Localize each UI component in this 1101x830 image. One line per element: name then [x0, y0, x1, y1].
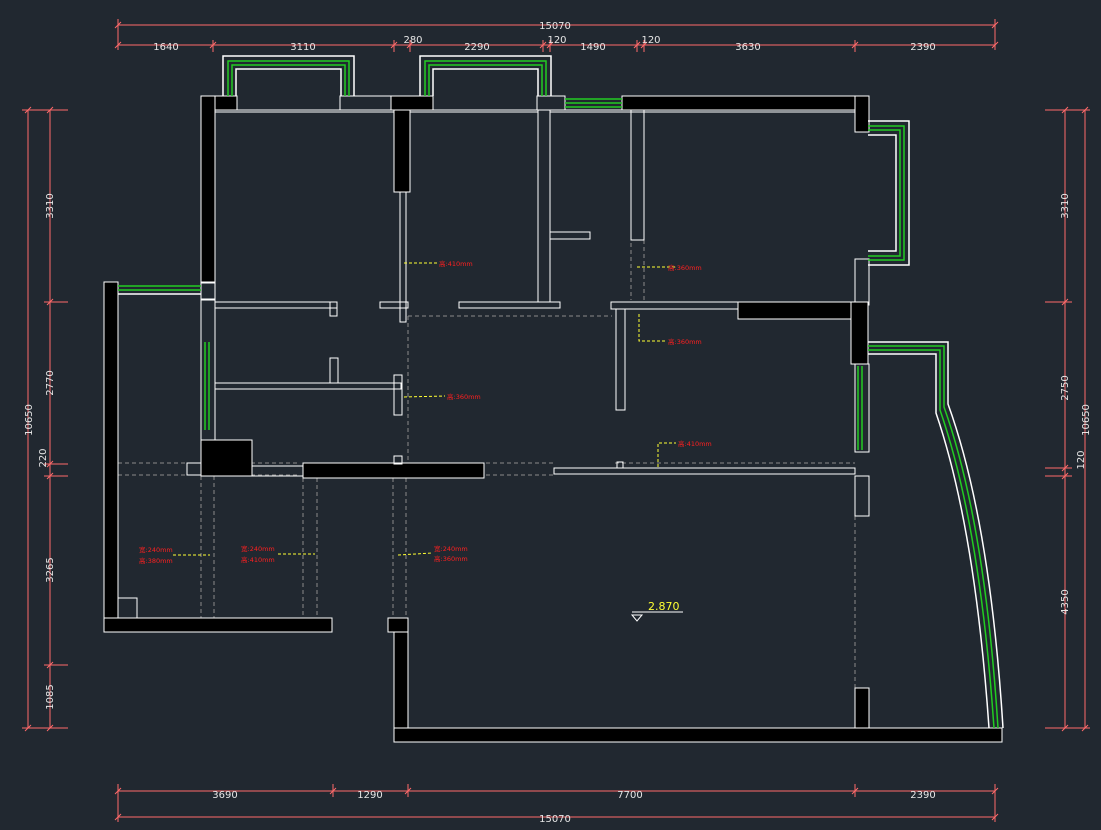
wall: [850, 301, 869, 365]
beam-height-note: 高:410mm: [678, 439, 712, 448]
wall: [103, 281, 119, 633]
dim-left-seg: 3265: [45, 557, 56, 582]
walls: [103, 95, 1003, 743]
elevation-value: 2.870: [648, 600, 680, 613]
dim-right-seg: 4350: [1060, 589, 1071, 614]
beam-height-note: 高:360mm: [668, 263, 702, 272]
beam-height-note: 高:410mm: [439, 259, 473, 268]
wall: [200, 95, 216, 283]
leader-lines: [173, 262, 676, 556]
dim-bottom-seg: 2390: [910, 790, 935, 801]
wall: [854, 95, 870, 133]
dim-left-seg: 1085: [45, 684, 56, 709]
wall: [103, 617, 333, 633]
beam-lines: [118, 110, 856, 688]
beam-height-note: 高:360mm: [434, 554, 468, 563]
wall: [621, 95, 869, 111]
partitions: [117, 109, 870, 619]
dim-top-seg: 3110: [290, 42, 315, 53]
wall: [393, 727, 1003, 743]
beam-width-note: 宽:240mm: [241, 544, 275, 553]
dim-bottom-total: 15070: [539, 814, 571, 825]
wall: [390, 95, 434, 111]
dim-bottom-seg: 1290: [357, 790, 382, 801]
wall: [393, 109, 411, 193]
dim-left-total: 10650: [24, 404, 35, 436]
elevation-marker: 2.870: [630, 600, 683, 622]
wall: [536, 95, 566, 111]
dim-top-seg: 280: [403, 35, 422, 46]
dim-right-seg: 3310: [1060, 193, 1071, 218]
dim-left-seg: 2770: [45, 370, 56, 395]
beam-height-note: 高:360mm: [447, 392, 481, 401]
dim-right-total: 10650: [1081, 404, 1092, 436]
wall: [737, 301, 869, 320]
wall: [387, 617, 409, 633]
dim-bottom-seg: 3690: [212, 790, 237, 801]
beam-height-note: 高:380mm: [139, 556, 173, 565]
wall: [393, 617, 409, 743]
beam-height-note: 高:410mm: [241, 555, 275, 564]
wall: [302, 462, 485, 479]
dimension-ticks: [24, 21, 1089, 821]
wall: [854, 363, 870, 453]
beam-width-note: 宽:240mm: [139, 545, 173, 554]
dimension-lines: [22, 19, 1090, 822]
dim-top-seg: 1640: [153, 42, 178, 53]
beam-height-note: 高:360mm: [668, 337, 702, 346]
dim-top-seg: 2390: [910, 42, 935, 53]
dim-top-seg: 1490: [580, 42, 605, 53]
wall: [854, 687, 870, 729]
dim-top-seg: 2290: [464, 42, 489, 53]
dim-left-seg: 220: [38, 448, 49, 467]
dim-top-seg: 120: [547, 35, 566, 46]
dim-top-seg: 120: [641, 35, 660, 46]
beam-notes: 高:410mm 高:360mm 高:360mm 高:360mm 高:410mm …: [139, 259, 712, 565]
wall: [339, 95, 395, 111]
wall: [854, 258, 870, 306]
dim-bottom-seg: 7700: [617, 790, 642, 801]
dim-top-seg: 3630: [735, 42, 760, 53]
dim-top-total: 15070: [539, 21, 571, 32]
dimension-labels: 15070 1640 3110 280 2290 120 1490 120 36…: [24, 21, 1092, 825]
dim-right-seg: 120: [1076, 450, 1087, 469]
windows: [118, 55, 1004, 729]
dim-left-seg: 3310: [45, 193, 56, 218]
wall: [200, 439, 253, 477]
elevation-triangle-icon: [630, 614, 644, 622]
dim-right-seg: 2750: [1060, 375, 1071, 400]
beam-width-note: 宽:240mm: [434, 544, 468, 553]
